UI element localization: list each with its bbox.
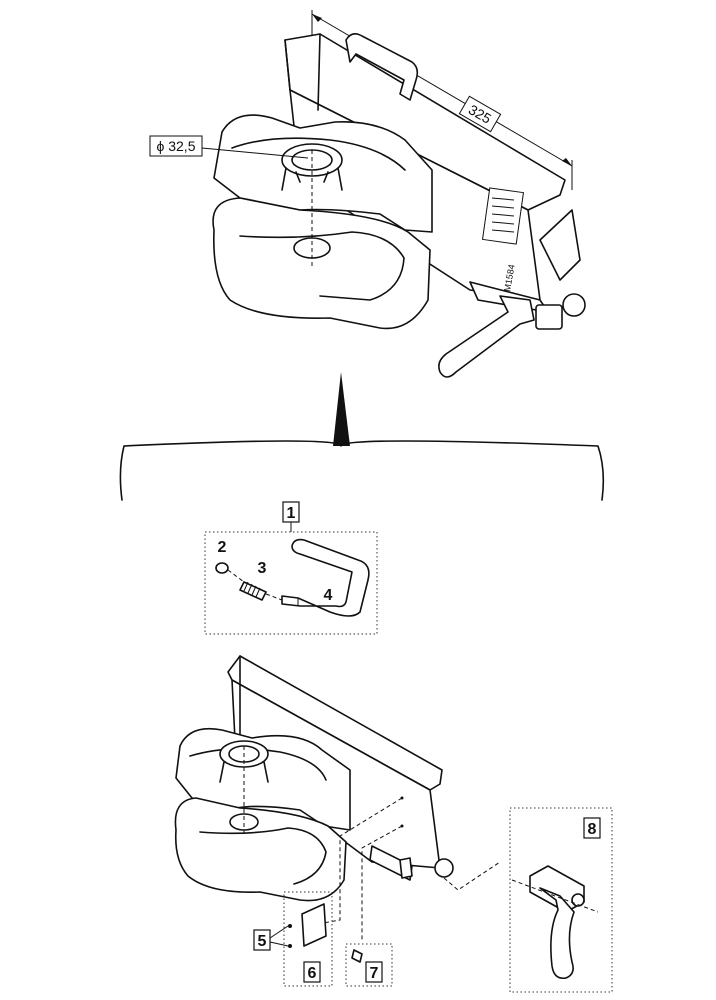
callout-6: 6	[308, 965, 317, 982]
down-arrow-icon	[333, 372, 350, 446]
callout-2: 2	[218, 539, 227, 556]
spring-part	[239, 581, 267, 601]
lever-pin-part	[281, 538, 370, 617]
callout-8: 8	[588, 821, 597, 838]
diameter-label: ϕ 32,5	[157, 138, 196, 154]
diameter-callout: ϕ 32,5	[149, 135, 309, 159]
assembled-tow-hitch: 325 M1584	[149, 10, 586, 378]
callout-5: 5	[258, 933, 267, 950]
width-dimension: 325	[311, 10, 573, 190]
id-plate: M1584	[481, 187, 525, 292]
brace-icon	[119, 440, 605, 501]
washer-part	[215, 562, 229, 574]
exploded-tow-hitch	[174, 655, 501, 940]
kit-6-group: 5 6	[253, 891, 333, 987]
kit-7-group: 7	[345, 943, 393, 987]
callout-4: 4	[324, 587, 333, 604]
callout-1: 1	[287, 505, 296, 522]
callout-7: 7	[370, 965, 379, 982]
plate-mark: M1584	[502, 263, 517, 292]
kit-1-group: 1 2 3 4	[204, 501, 378, 635]
callout-3: 3	[258, 560, 267, 577]
kit-8-group: 8	[509, 807, 613, 993]
